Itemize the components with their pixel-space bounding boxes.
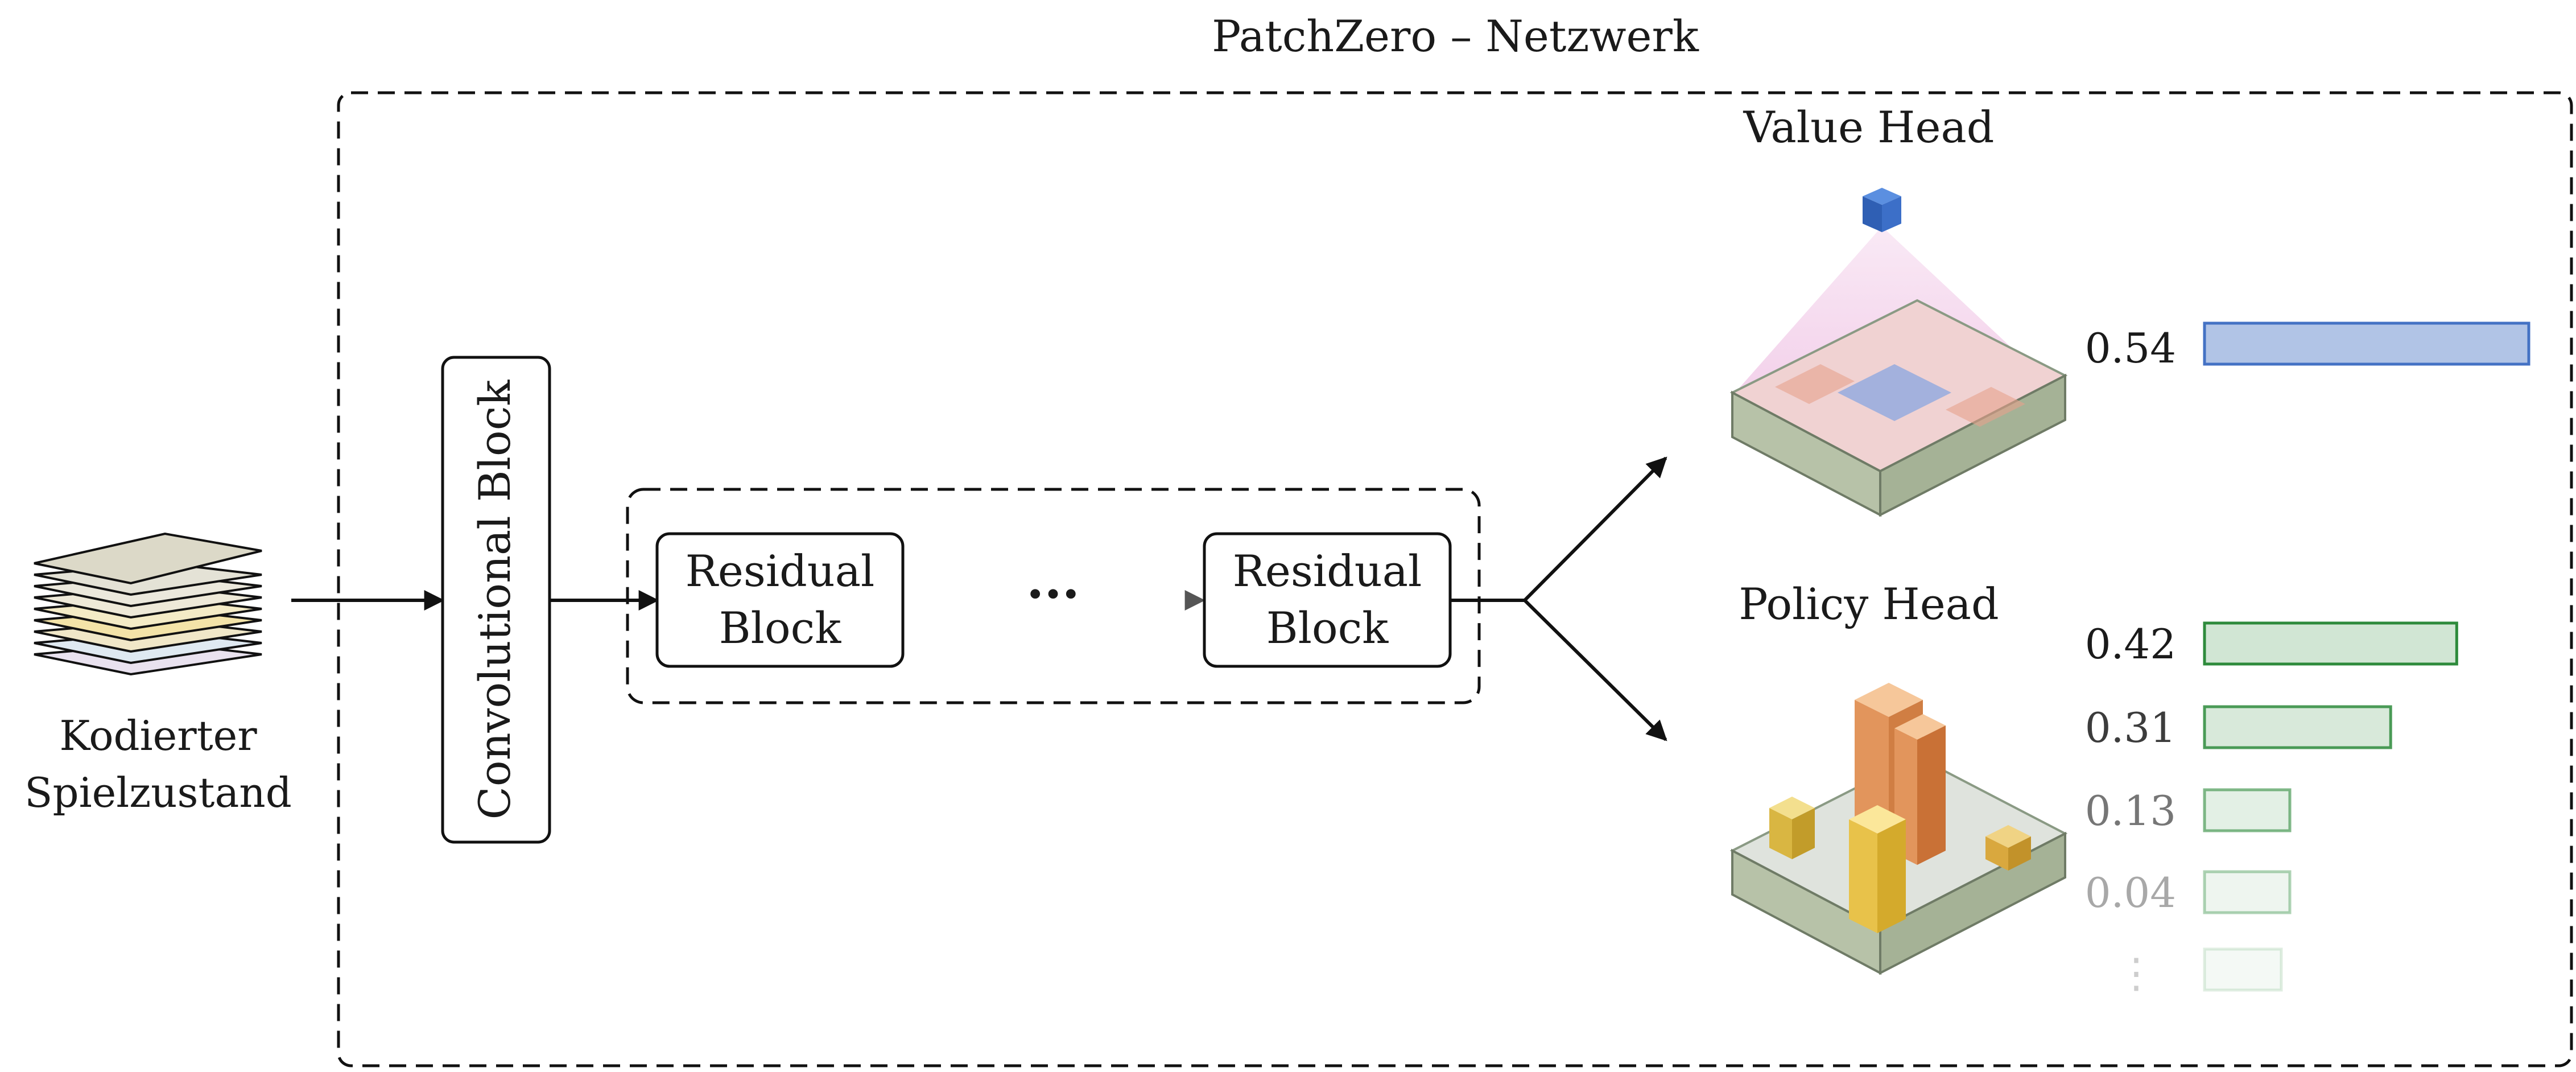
value-bar-label: 0.54 xyxy=(2085,324,2176,372)
policy-bar-more xyxy=(2203,947,2283,992)
input-label-line1: Kodierter xyxy=(59,712,257,760)
diagram-title: PatchZero – Netzwerk xyxy=(1212,11,1699,61)
policy-bar-label: 0.42 xyxy=(2085,620,2176,668)
residual-block-first-line1: Residual xyxy=(686,546,875,596)
value-head-title: Value Head xyxy=(1743,102,1995,152)
value-bar xyxy=(2203,321,2530,366)
residual-block-last-line2: Block xyxy=(1266,603,1389,653)
value-cube xyxy=(1863,188,1901,232)
conv-block-label: Convolutional Block xyxy=(469,380,520,820)
residual-block-first-line2: Block xyxy=(719,603,841,653)
arrow-to-value-head xyxy=(1523,456,1667,602)
policy-bar xyxy=(2203,621,2458,666)
arrow-to-policy-head xyxy=(1523,599,1667,741)
policy-bar-label: 0.31 xyxy=(2085,704,2176,752)
policy-bar xyxy=(2203,788,2292,832)
residual-ellipsis: ··· xyxy=(1026,564,1080,624)
value-head-board xyxy=(1729,299,2068,517)
policy-head-title: Policy Head xyxy=(1739,579,1999,629)
network-frame xyxy=(337,91,2573,1067)
policy-more-indicator: ⋮ xyxy=(2116,949,2157,997)
residual-block-last-line1: Residual xyxy=(1233,546,1422,596)
value-bar-group: 0.54 xyxy=(2085,321,2530,372)
policy-bar xyxy=(2203,870,2292,914)
policy-bar-label: 0.04 xyxy=(2085,869,2176,917)
policy-bar xyxy=(2203,705,2392,749)
input-layer-stack xyxy=(34,532,262,676)
residual-tower-frame xyxy=(626,488,1481,704)
policy-bar-label: 0.13 xyxy=(2085,787,2176,835)
policy-head-board xyxy=(1729,683,2068,975)
input-label-line2: Spielzustand xyxy=(24,769,292,817)
policy-bar-group: 0.42 0.31 0.13 0.04 ⋮ xyxy=(2085,620,2458,997)
